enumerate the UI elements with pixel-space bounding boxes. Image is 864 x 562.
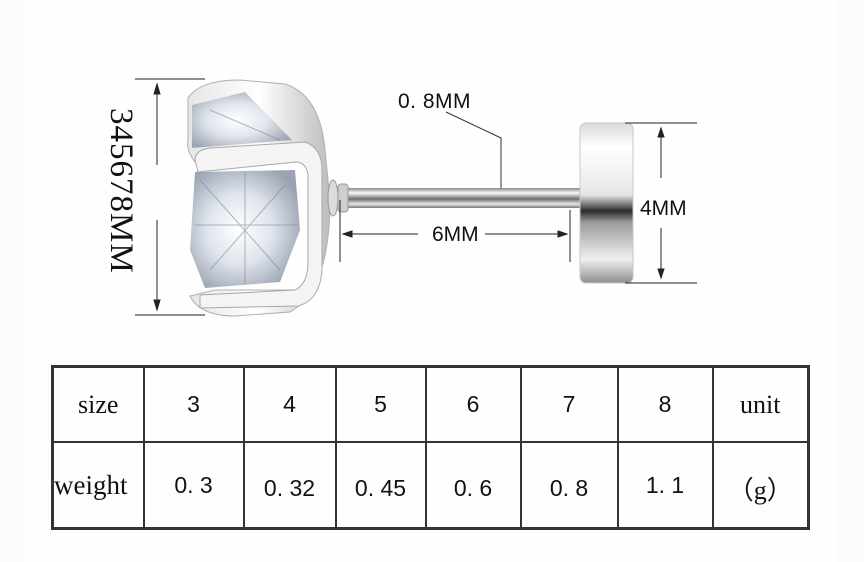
size-cell: 6 xyxy=(424,365,522,443)
weight-cell: 0. 32 xyxy=(242,441,337,530)
earring-illustration xyxy=(135,78,697,317)
table-row-size: size 3 4 5 6 7 8 unit xyxy=(51,365,810,443)
earring-dimension-diagram: 345678MM 0. 8MM 6MM 4MM xyxy=(103,78,697,317)
weight-cell: 0. 3 xyxy=(142,441,245,530)
post-diameter-leader xyxy=(445,111,502,188)
table-row-weight: weight 0. 3 0. 32 0. 45 0. 6 0. 8 1. 1 （… xyxy=(51,441,810,530)
size-cell: 5 xyxy=(334,365,427,443)
weight-cell: 0. 8 xyxy=(519,441,619,530)
size-cell: 3 xyxy=(142,365,245,443)
post-length-label: 6MM xyxy=(432,223,479,246)
right-margin-strip xyxy=(836,0,864,562)
size-cell: 7 xyxy=(519,365,619,443)
earring-back xyxy=(579,122,634,284)
size-weight-table: size 3 4 5 6 7 8 unit weight 0. 3 0. 32 … xyxy=(51,365,810,530)
weight-cell: 0. 45 xyxy=(334,441,427,530)
back-diameter-label: 4MM xyxy=(640,197,687,220)
size-cell: 4 xyxy=(242,365,337,443)
weight-cell: 1. 1 xyxy=(616,441,714,530)
weight-cell: 0. 6 xyxy=(424,441,522,530)
row-header-size: size xyxy=(51,365,145,443)
back-dimension-lines xyxy=(625,122,697,284)
stone-diameter-label: 345678MM xyxy=(103,108,139,274)
size-cell: 8 xyxy=(616,365,714,443)
unit-value: （g） xyxy=(711,441,810,530)
stone-setting xyxy=(187,79,339,317)
unit-header: unit xyxy=(711,365,810,443)
stone-dimension-lines xyxy=(135,78,205,316)
earring-post xyxy=(338,188,584,208)
row-header-weight: weight xyxy=(51,441,145,530)
post-length-dimension xyxy=(339,200,571,262)
post-diameter-label: 0. 8MM xyxy=(398,90,472,113)
left-margin-strip xyxy=(0,0,22,562)
